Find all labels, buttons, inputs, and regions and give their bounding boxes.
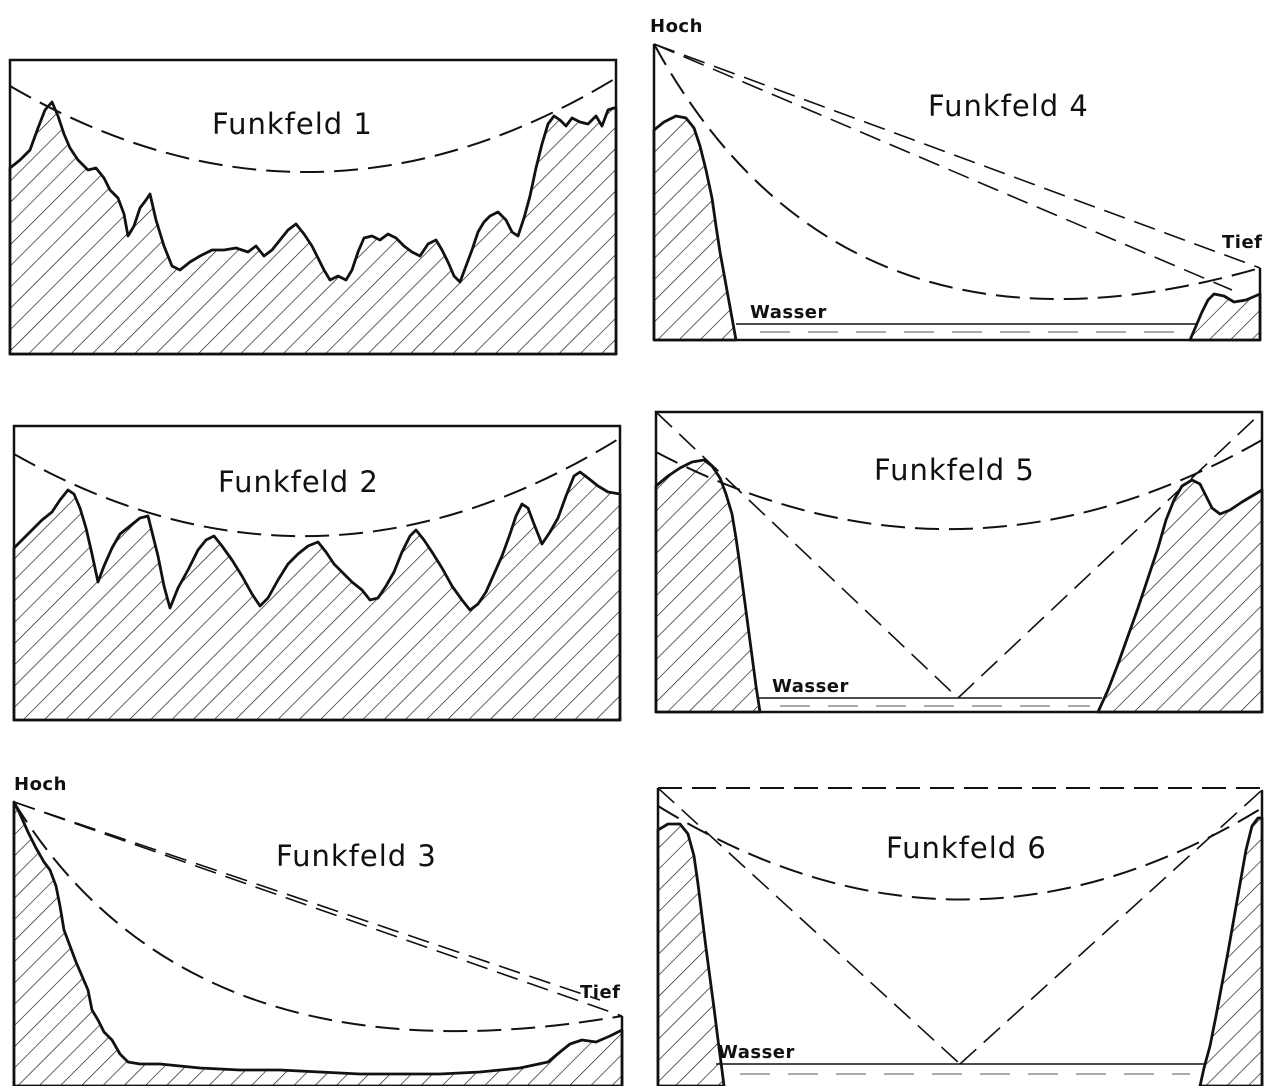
terrain-profile	[12, 800, 624, 1086]
terrain-right	[1096, 478, 1264, 714]
terrain-left	[656, 822, 726, 1086]
terrain-right	[1188, 292, 1262, 342]
reflected-path-right	[957, 411, 1263, 699]
water-label: Wasser	[750, 302, 827, 323]
panel-funkfeld-2: Funkfeld 2	[12, 424, 622, 722]
panel-title: Funkfeld 5	[874, 453, 1035, 487]
fresnel-curve	[653, 43, 1261, 300]
sight-line-upper	[653, 43, 1233, 291]
water-label: Wasser	[772, 676, 849, 697]
panel-title: Funkfeld 6	[886, 831, 1047, 865]
panel-funkfeld-4: Hoch Tief Wasser Funkfeld 4	[650, 16, 1263, 342]
panel-title: Funkfeld 2	[218, 465, 379, 499]
sight-line-upper	[13, 801, 601, 1001]
fresnel-curve	[9, 77, 617, 173]
fresnel-curve	[655, 439, 1263, 530]
water-label: Wasser	[718, 1042, 795, 1063]
tief-label: Tief	[1222, 232, 1263, 253]
hoch-label: Hoch	[650, 16, 703, 37]
direct-path-line	[653, 43, 1261, 269]
terrain-profile	[12, 470, 622, 722]
terrain-profile	[8, 100, 618, 356]
panel-funkfeld-3: Hoch Tief Funkfeld 3	[12, 774, 624, 1086]
panel-funkfeld-6: Wasser Funkfeld 6	[656, 787, 1264, 1086]
direct-path-line	[13, 801, 623, 1017]
panel-title: Funkfeld 4	[928, 89, 1089, 123]
fresnel-curve	[13, 801, 623, 1033]
panel-funkfeld-1: Funkfeld 1	[8, 58, 618, 356]
panel-title: Funkfeld 1	[212, 107, 373, 141]
terrain-right	[1198, 816, 1264, 1086]
fresnel-curve	[657, 805, 1263, 901]
panel-title: Funkfeld 3	[276, 839, 437, 873]
panel-funkfeld-5: Wasser Funkfeld 5	[654, 410, 1264, 714]
terrain-left	[654, 458, 762, 714]
hoch-label: Hoch	[14, 774, 67, 795]
terrain-left	[652, 114, 738, 342]
fresnel-curve	[13, 437, 621, 538]
reflected-path-left	[655, 411, 959, 699]
tief-label: Tief	[580, 982, 621, 1003]
